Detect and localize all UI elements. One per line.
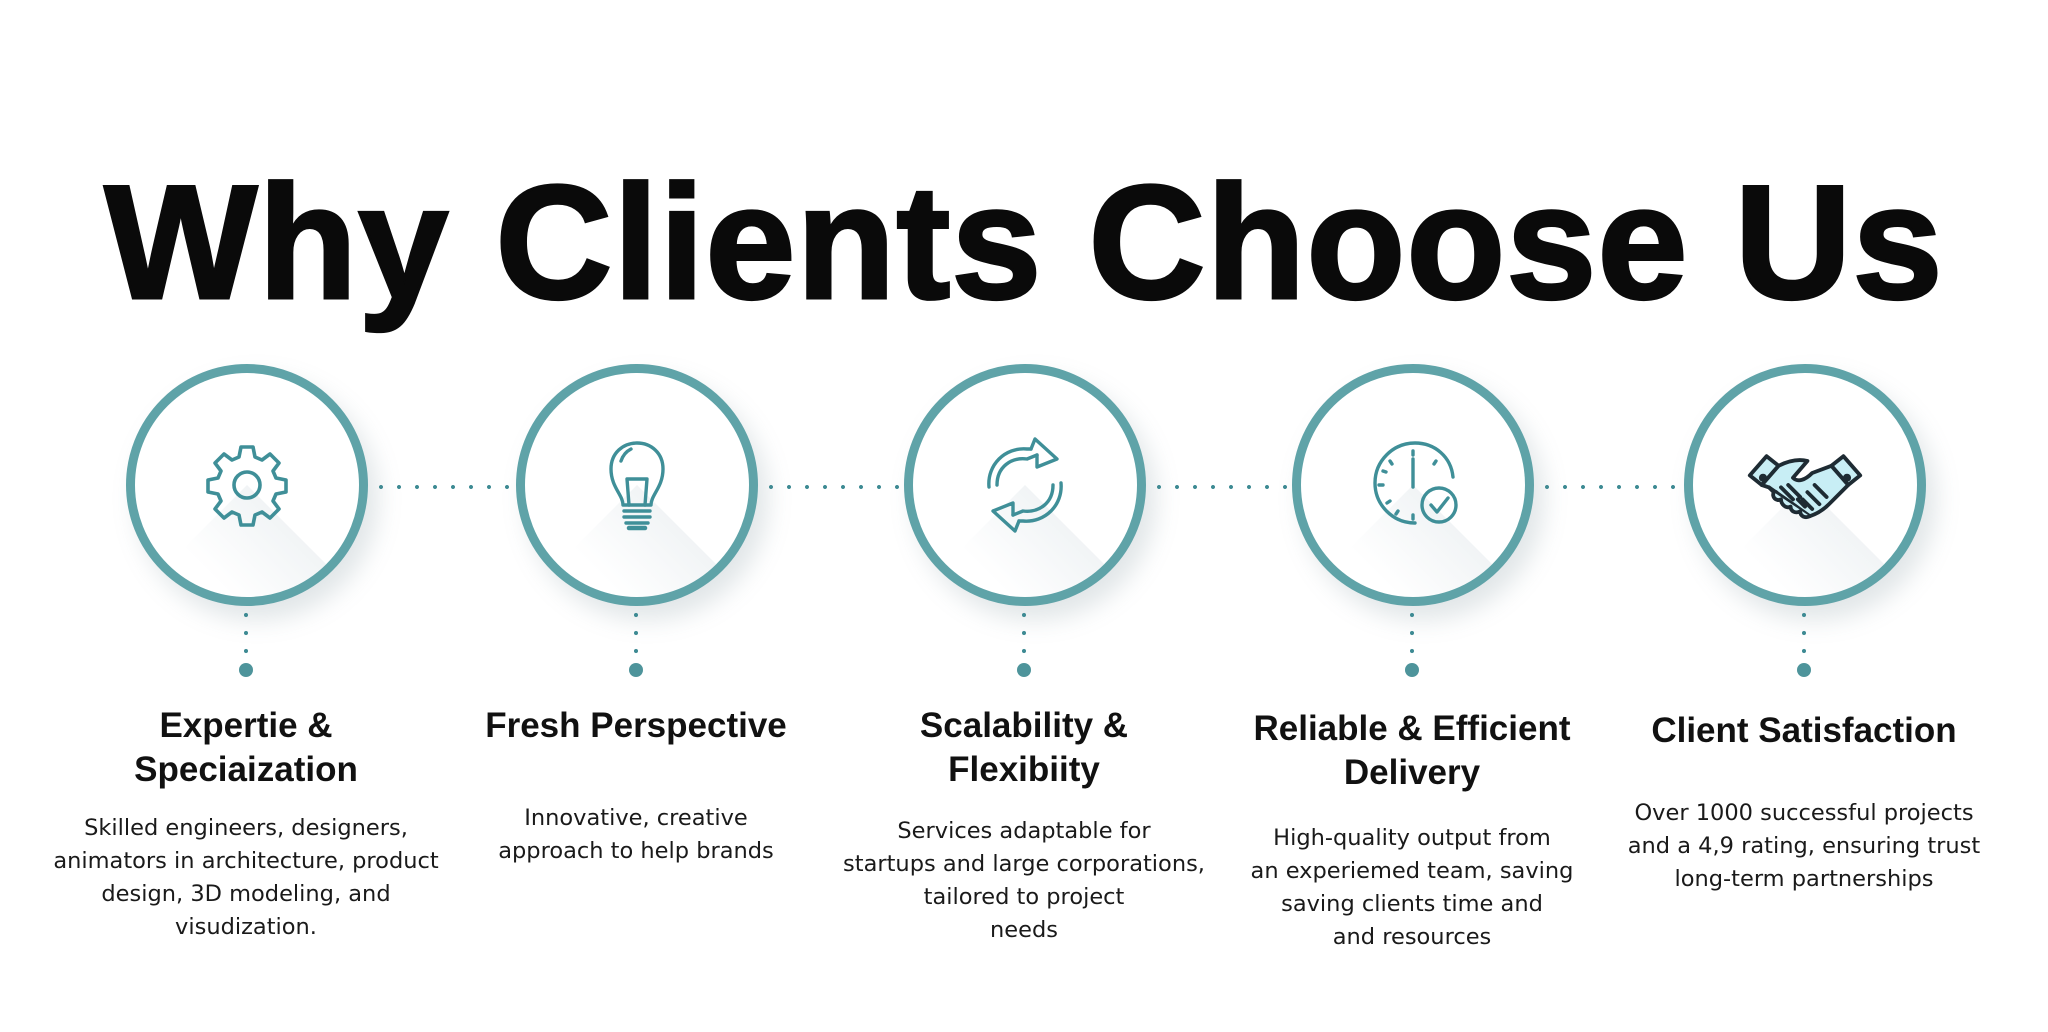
step-description: Skilled engineers, designers, animators … xyxy=(53,815,439,940)
step-heading: Scalability & Flexibiity xyxy=(919,706,1129,789)
step-description: High-quality output from an experiemed t… xyxy=(1250,825,1574,950)
vertical-connector xyxy=(1022,606,1026,660)
connector-dot xyxy=(1797,663,1811,677)
icon-circle xyxy=(1292,364,1534,606)
icon-circle xyxy=(516,364,758,606)
connector-3-4 xyxy=(1146,485,1294,489)
step-heading: Reliable & Efficient Delivery xyxy=(1253,709,1571,792)
step-scalability: Scalability & Flexibiity Services adapta… xyxy=(824,0,1224,1032)
connector-2-3 xyxy=(758,485,906,489)
clock-check-icon xyxy=(1373,441,1458,525)
vertical-connector xyxy=(634,606,638,660)
vertical-connector xyxy=(244,606,248,660)
step-heading: Fresh Perspective xyxy=(485,706,787,745)
step-description: Innovative, creative approach to help br… xyxy=(498,805,774,864)
step-fresh-perspective: Fresh Perspective Innovative, creative a… xyxy=(436,0,836,1032)
step-heading: Client Satisfaction xyxy=(1651,711,1957,750)
step-description: Over 1000 successful projects and a 4,9 … xyxy=(1627,800,1981,892)
connector-dot xyxy=(239,663,253,677)
vertical-connector xyxy=(1802,606,1806,660)
connector-dot xyxy=(629,663,643,677)
step-client-satisfaction: Client Satisfaction Over 1000 successful… xyxy=(1604,0,2004,1032)
lightbulb-icon xyxy=(609,441,665,531)
connector-dot xyxy=(1405,663,1419,677)
refresh-arrows-icon xyxy=(987,437,1063,533)
step-heading: Expertie & Speciaization xyxy=(134,706,358,789)
gear-icon xyxy=(206,445,288,527)
connector-4-5 xyxy=(1534,485,1684,489)
page-title: Why Clients Choose Us xyxy=(103,151,1944,334)
connector-1-2 xyxy=(368,485,516,489)
step-description: Services adaptable for startups and larg… xyxy=(843,818,1205,943)
icon-circle xyxy=(904,364,1146,606)
connector-dot xyxy=(1017,663,1031,677)
vertical-connector xyxy=(1410,606,1414,660)
step-reliable-delivery: Reliable & Efficient Delivery High-quali… xyxy=(1212,0,1612,1032)
handshake-icon xyxy=(1747,454,1863,520)
step-expertise: Expertie & Speciaization Skilled enginee… xyxy=(46,0,446,1032)
icon-circle xyxy=(1684,364,1926,606)
icon-circle xyxy=(126,364,368,606)
